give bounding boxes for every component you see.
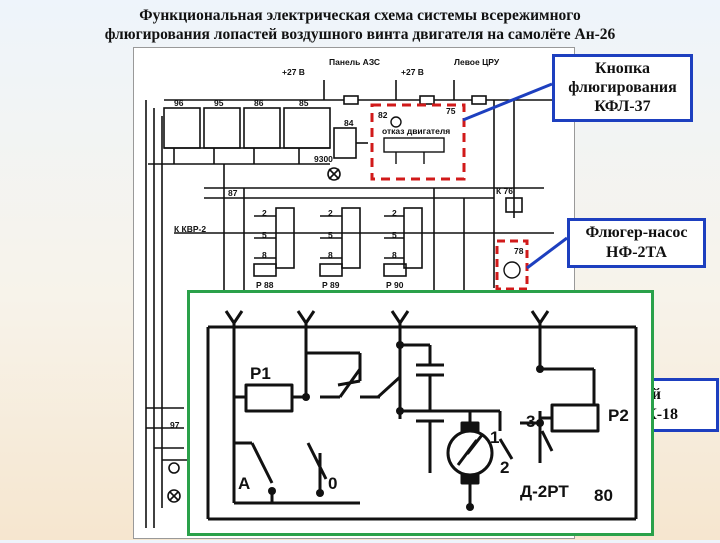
contact-number: 2 bbox=[328, 208, 333, 218]
relay-label-96: 96 bbox=[174, 98, 184, 108]
contact-number: 2 bbox=[392, 208, 397, 218]
contact-number: 8 bbox=[328, 250, 333, 260]
supply-right-label: +27 В bbox=[401, 67, 424, 77]
inset-label-2: 2 bbox=[500, 458, 509, 477]
to-kvr-label: К КВР-2 bbox=[174, 224, 206, 234]
relay-label-84: 84 bbox=[344, 118, 354, 128]
relay-p89-label: Р 89 bbox=[322, 280, 340, 290]
detail-inset: Р1 Р2 А 0 1 2 3 Д-2РТ 80 bbox=[187, 290, 654, 536]
relay-label-85: 85 bbox=[299, 98, 309, 108]
button-highlight bbox=[370, 103, 466, 181]
title-line-2: флюгирования лопастей воздушного винта д… bbox=[104, 26, 616, 43]
contact-number: 8 bbox=[392, 250, 397, 260]
left-cru-label: Левое ЦРУ bbox=[454, 57, 500, 67]
inset-label-p2: Р2 bbox=[608, 406, 629, 425]
inset-label-80: 80 bbox=[594, 486, 613, 505]
inset-schematic-drawing: Р1 Р2 А 0 1 2 3 Д-2РТ 80 bbox=[206, 310, 638, 521]
engine-failure-label: отказ двигателя bbox=[382, 126, 450, 136]
button-leader-line bbox=[462, 82, 553, 122]
button-callout-line-1: Кнопка bbox=[594, 60, 650, 77]
pump-leader-line bbox=[526, 236, 568, 270]
label-k76: К 76 bbox=[496, 186, 513, 196]
relay-p90-label: Р 90 bbox=[386, 280, 404, 290]
inset-label-1: 1 bbox=[490, 428, 499, 447]
inset-label-3: 3 bbox=[526, 412, 535, 431]
contact-number: 5 bbox=[392, 230, 397, 240]
button-callout: Кнопка флюгирования КФЛ-37 bbox=[552, 54, 693, 122]
pump-callout-line-2: НФ-2ТА bbox=[606, 244, 667, 261]
label-78: 78 bbox=[514, 246, 524, 256]
contact-number: 8 bbox=[262, 250, 267, 260]
label-97: 97 bbox=[170, 420, 180, 430]
panel-azs-label: Панель АЗС bbox=[329, 57, 380, 67]
main-schematic-drawing: +27 В Панель АЗС +27 В Левое ЦРУ 96 95 8… bbox=[145, 57, 554, 528]
diagram-title: Функциональная электрическая схема систе… bbox=[0, 6, 720, 44]
inset-label-a: А bbox=[238, 474, 250, 493]
label-9300: 9300 bbox=[314, 154, 333, 164]
pump-highlight bbox=[495, 239, 529, 291]
contact-number: 5 bbox=[262, 230, 267, 240]
relay-label-95: 95 bbox=[214, 98, 224, 108]
pump-callout-line-1: Флюгер-насос bbox=[585, 224, 688, 241]
supply-left-label: +27 В bbox=[282, 67, 305, 77]
button-callout-line-2: флюгирования bbox=[568, 79, 677, 96]
inset-label-p1: Р1 bbox=[250, 364, 271, 383]
label-82: 82 bbox=[378, 110, 388, 120]
inset-label-motor: Д-2РТ bbox=[520, 482, 569, 501]
inset-label-zero: 0 bbox=[328, 474, 337, 493]
pump-callout: Флюгер-насос НФ-2ТА bbox=[567, 218, 706, 268]
relay-p88-label: Р 88 bbox=[256, 280, 274, 290]
contact-number: 2 bbox=[262, 208, 267, 218]
relay-label-86: 86 bbox=[254, 98, 264, 108]
label-87: 87 bbox=[228, 188, 238, 198]
button-callout-line-3: КФЛ-37 bbox=[594, 98, 651, 115]
contact-number: 5 bbox=[328, 230, 333, 240]
title-line-1: Функциональная электрическая схема систе… bbox=[139, 7, 581, 24]
label-75: 75 bbox=[446, 106, 456, 116]
